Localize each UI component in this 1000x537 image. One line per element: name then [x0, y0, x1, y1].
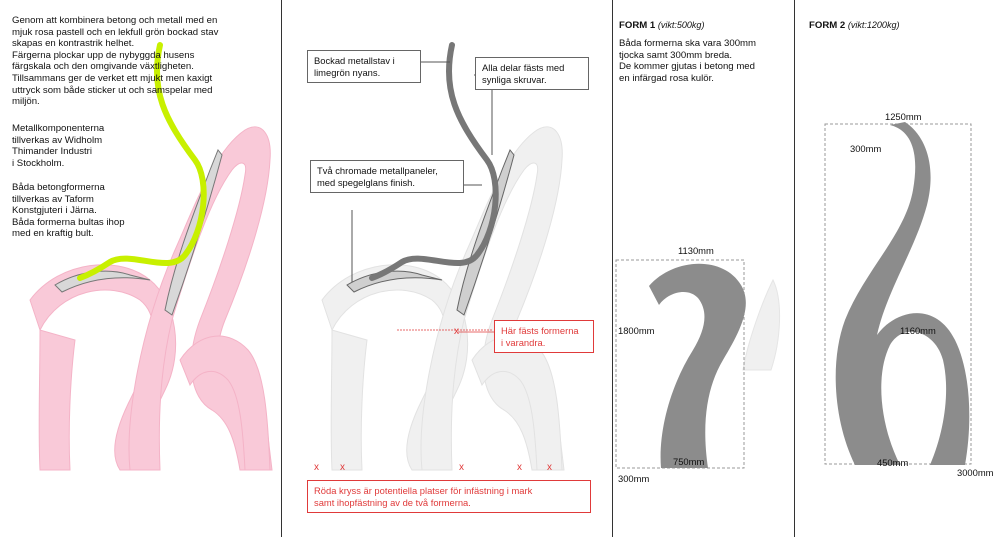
callout-join: Här fästs formerna i varandra.	[494, 320, 594, 353]
divider-3	[794, 0, 795, 537]
panel-annotated-sculpture: x x x x x x x Bockad metallstav i limegr…	[282, 0, 612, 537]
metal-supplier-text: Metallkomponenterna tillverkas av Widhol…	[12, 123, 105, 169]
form-2-dim-height: 3000mm	[957, 467, 994, 478]
callout-screws: Alla delar fästs med synliga skruvar.	[475, 57, 589, 90]
ground-cross-5: x	[547, 462, 552, 473]
form-2-title: FORM 2 (vikt:1200kg)	[809, 20, 899, 31]
form-1-name: FORM 1	[619, 20, 656, 31]
form-2-dim-top: 1250mm	[885, 111, 922, 122]
form-1-dim-bottom: 750mm	[673, 456, 705, 467]
form-1-weight: (vikt:500kg)	[657, 20, 705, 30]
pink-sculpture-illustration	[29, 42, 273, 471]
callout-crosses: Röda kryss är potentiella platser för in…	[307, 480, 591, 513]
panel-visualisation: Genom att kombinera betong och metall me…	[0, 0, 281, 537]
form-2-dim-bottom: 450mm	[877, 457, 909, 468]
form-1-dim-top: 1130mm	[678, 245, 714, 256]
form-1-description: Båda formerna ska vara 300mm tjocka samt…	[619, 38, 757, 84]
ground-cross-4: x	[517, 462, 522, 473]
form-1-title: FORM 1 (vikt:500kg)	[619, 20, 704, 31]
form-2-dim-tip: 300mm	[850, 143, 882, 154]
form-2-drawing	[824, 122, 972, 465]
divider-2	[612, 0, 613, 537]
form-2-dim-mid: 1160mm	[900, 325, 936, 336]
annotated-sculpture-illustration: x x x x x x x	[314, 42, 565, 497]
ground-cross-2: x	[340, 462, 345, 473]
intro-text: Genom att kombinera betong och metall me…	[12, 15, 219, 108]
form-1-drawing	[615, 259, 780, 469]
join-cross: x	[454, 326, 459, 337]
form-1-dim-corner: 300mm	[618, 473, 650, 484]
ground-cross-3: x	[459, 462, 464, 473]
panel-form-1: FORM 1 (vikt:500kg) Båda formerna ska va…	[613, 0, 794, 537]
panel-form-2: FORM 2 (vikt:1200kg) 1250mm 300mm 1160mm…	[795, 0, 1000, 537]
form-2-name: FORM 2	[809, 20, 846, 31]
form-1-dim-left: 1800mm	[618, 325, 655, 336]
callout-panels: Två chromade metallpaneler, med spegelgl…	[310, 160, 464, 193]
concrete-supplier-text: Båda betongformerna tillverkas av Taform…	[12, 182, 125, 240]
callout-rod: Bockad metallstav i limegrön nyans.	[307, 50, 421, 83]
divider-1	[281, 0, 282, 537]
form-2-weight: (vikt:1200kg)	[847, 20, 900, 30]
ground-cross-1: x	[314, 462, 319, 473]
